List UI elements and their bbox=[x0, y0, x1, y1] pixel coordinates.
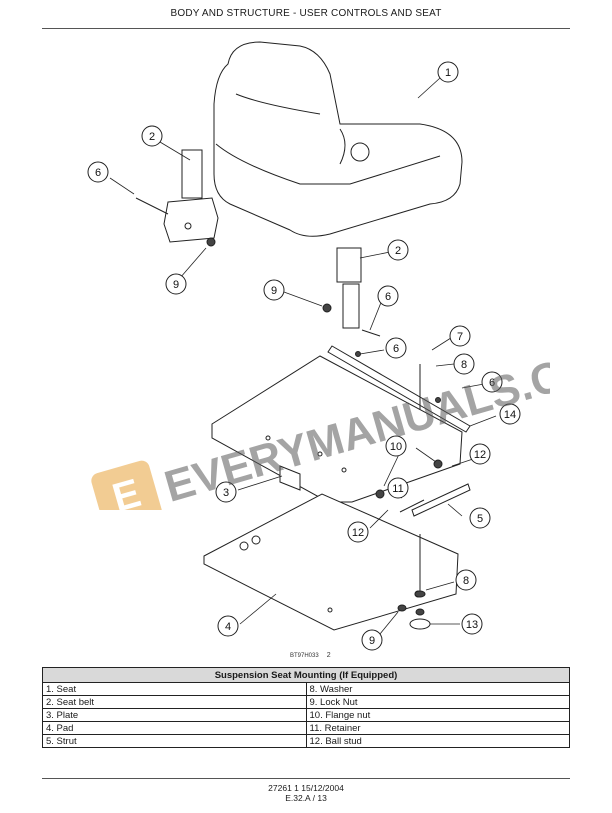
callout-number: 4 bbox=[225, 621, 231, 633]
callout-balloon bbox=[385, 435, 407, 457]
gas-strut bbox=[375, 459, 471, 517]
callout-number: 8 bbox=[461, 359, 467, 371]
parts-legend-table: Suspension Seat Mounting (If Equipped) 1… bbox=[42, 667, 570, 748]
callout-number: 8 bbox=[463, 575, 469, 587]
callout-balloon bbox=[437, 61, 459, 83]
footer-doc-id: 27261 1 15/12/2004 bbox=[268, 783, 344, 793]
seat-drawing bbox=[213, 41, 463, 237]
table-cell: 2. Seat belt bbox=[42, 695, 307, 709]
watermark: E EVERYMANUALS.COM bbox=[91, 332, 550, 510]
table-cell: 8. Washer bbox=[305, 682, 570, 696]
table-row: 5. Strut 12. Ball stud bbox=[42, 734, 570, 748]
watermark-text: EVERYMANUALS.COM bbox=[159, 332, 550, 510]
callout-number: 12 bbox=[474, 449, 486, 461]
header-rule bbox=[42, 28, 570, 29]
callout-number: 7 bbox=[457, 331, 463, 343]
table-cell: 3. Plate bbox=[42, 708, 307, 722]
bottom-hardware bbox=[397, 590, 431, 630]
callout-number: 14 bbox=[504, 409, 516, 421]
callout-balloon bbox=[87, 161, 109, 183]
callout-number: 6 bbox=[393, 343, 399, 355]
callout-number: 2 bbox=[395, 245, 401, 257]
page-footer: 27261 1 15/12/2004 E.32.A / 13 bbox=[0, 783, 612, 803]
table-row: 4. Pad 11. Retainer bbox=[42, 721, 570, 735]
callout-balloon bbox=[469, 507, 491, 529]
table-row: 1. Seat 8. Washer bbox=[42, 682, 570, 696]
callout-number: 12 bbox=[352, 527, 364, 539]
table-cell: 12. Ball stud bbox=[305, 734, 570, 748]
table-cell: 1. Seat bbox=[42, 682, 307, 696]
callout-balloon bbox=[347, 521, 369, 543]
callout-balloon bbox=[461, 613, 483, 635]
callout-leaders bbox=[109, 77, 497, 635]
table-header-row: Suspension Seat Mounting (If Equipped) bbox=[42, 667, 570, 683]
callout-number: 9 bbox=[173, 279, 179, 291]
table-cell: 9. Lock Nut bbox=[305, 695, 570, 709]
callout-balloon bbox=[141, 125, 163, 147]
table-title: Suspension Seat Mounting (If Equipped) bbox=[42, 667, 570, 683]
callout-balloon bbox=[385, 337, 407, 359]
figure-code: BT97H033 bbox=[290, 653, 319, 659]
callout-number: 10 bbox=[390, 441, 402, 453]
callout-balloon bbox=[217, 615, 239, 637]
seat-belt-buckle-lower bbox=[322, 247, 381, 337]
callout-number: 9 bbox=[369, 635, 375, 647]
callout-balloon bbox=[499, 403, 521, 425]
table-cell: 11. Retainer bbox=[305, 721, 570, 735]
callout-balloon bbox=[449, 325, 471, 347]
seat-pad bbox=[203, 493, 459, 631]
callout-balloon bbox=[453, 353, 475, 375]
callout-number: 6 bbox=[489, 377, 495, 389]
table-cell: 5. Strut bbox=[42, 734, 307, 748]
figure-caption: BT97H033 2 bbox=[290, 652, 331, 659]
table-row: 3. Plate 10. Flange nut bbox=[42, 708, 570, 722]
table-cell: 10. Flange nut bbox=[305, 708, 570, 722]
callout-number: 6 bbox=[95, 167, 101, 179]
table-cell: 4. Pad bbox=[42, 721, 307, 735]
callout-balloon bbox=[481, 371, 503, 393]
callout-number: 6 bbox=[385, 291, 391, 303]
seat-belt-buckle-upper bbox=[135, 149, 219, 247]
callout-balloon bbox=[215, 481, 237, 503]
callout-balloon bbox=[377, 285, 399, 307]
callout-number: 13 bbox=[466, 619, 478, 631]
callout-balloon bbox=[387, 477, 409, 499]
callout-balloon bbox=[387, 239, 409, 261]
footer-page-ref: E.32.A / 13 bbox=[285, 793, 327, 803]
callout-number: 1 bbox=[445, 67, 451, 79]
callout-number: 5 bbox=[477, 513, 483, 525]
callout-balloon bbox=[469, 443, 491, 465]
footer-rule bbox=[42, 778, 570, 779]
callout-number: 3 bbox=[223, 487, 229, 499]
watermark-logo-icon bbox=[91, 460, 162, 510]
seat-rail bbox=[327, 345, 471, 433]
callout-number: 9 bbox=[271, 285, 277, 297]
table-row: 2. Seat belt 9. Lock Nut bbox=[42, 695, 570, 709]
figure-number: 2 bbox=[326, 652, 331, 659]
callout-balloon bbox=[165, 273, 187, 295]
page-header: BODY AND STRUCTURE - USER CONTROLS AND S… bbox=[170, 8, 442, 19]
callout-number: 2 bbox=[149, 131, 155, 143]
callout-number: 11 bbox=[392, 483, 403, 495]
callout-balloon bbox=[455, 569, 477, 591]
callout-balloon bbox=[361, 629, 383, 651]
callout-balloon bbox=[263, 279, 285, 301]
